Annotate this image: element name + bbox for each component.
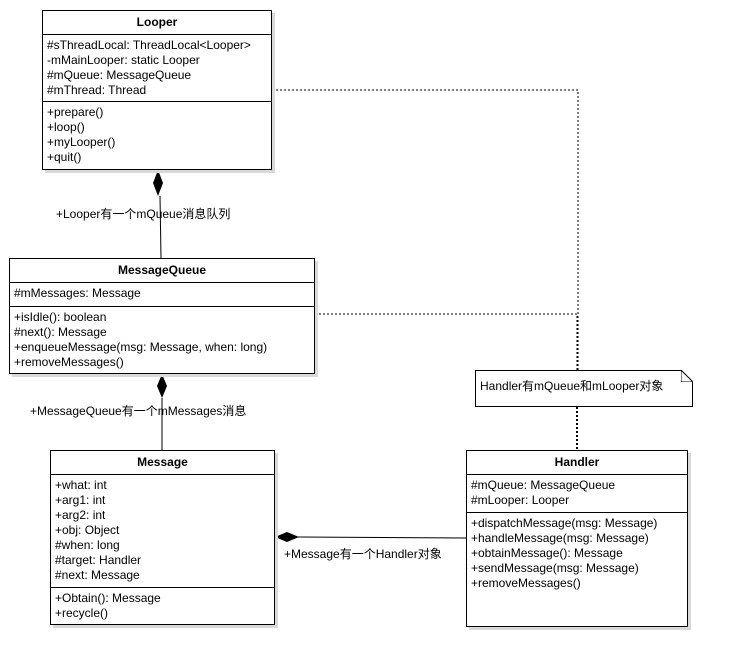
class-title: Looper — [43, 11, 271, 35]
dependency-line-looper — [272, 89, 579, 370]
attribute: +obj: Object — [55, 523, 120, 537]
composition-diamond-message — [275, 532, 299, 542]
operation: +prepare() — [47, 105, 104, 119]
operation: +recycle() — [55, 606, 109, 620]
class-title: MessageQueue — [10, 259, 314, 283]
operation-list: +isIdle(): boolean #next(): Message +enq… — [10, 307, 314, 373]
operation-list: +dispatchMessage(msg: Message) +handleMe… — [467, 513, 687, 594]
class-message-queue[interactable]: MessageQueue #mMessages: Message +isIdle… — [9, 258, 315, 374]
operation: +myLooper() — [47, 135, 116, 149]
operation: +quit() — [47, 150, 82, 164]
note-handler[interactable]: Handler有mQueue和mLooper对象 — [475, 370, 693, 407]
attribute: #next: Message — [55, 568, 140, 582]
operation: +Obtain(): Message — [55, 591, 161, 605]
operation: #next(): Message — [14, 325, 107, 339]
relation-label-queue-messages: +MessageQueue有一个mMessages消息 — [30, 404, 247, 418]
attribute: #mLooper: Looper — [471, 493, 570, 507]
note-text: Handler有mQueue和mLooper对象 — [480, 379, 664, 393]
operation: +loop() — [47, 120, 85, 134]
class-title: Handler — [467, 451, 687, 475]
note-fold-icon — [681, 370, 693, 382]
attribute: #sThreadLocal: ThreadLocal<Looper> — [47, 38, 251, 52]
operation: +enqueueMessage(msg: Message, when: long… — [14, 340, 268, 354]
class-looper[interactable]: Looper #sThreadLocal: ThreadLocal<Looper… — [42, 10, 272, 170]
operation: +isIdle(): boolean — [14, 310, 107, 324]
class-title: Message — [51, 451, 274, 475]
dependency-line-queue — [315, 313, 578, 370]
composition-diamond-queue — [157, 374, 167, 398]
attribute: +arg1: int — [55, 493, 106, 507]
attribute: #mQueue: MessageQueue — [471, 478, 616, 492]
attribute: -mMainLooper: static Looper — [47, 53, 200, 67]
attribute: #when: long — [55, 538, 120, 552]
operation-list: +Obtain(): Message +recycle() — [51, 588, 274, 624]
attribute-list: #mQueue: MessageQueue #mLooper: Looper — [467, 475, 687, 513]
attribute-list: #sThreadLocal: ThreadLocal<Looper> -mMai… — [43, 35, 271, 102]
composition-line-looper-queue — [159, 195, 162, 259]
class-message[interactable]: Message +what: int +arg1: int +arg2: int… — [50, 450, 275, 625]
relation-label-looper-queue: +Looper有一个mQueue消息队列 — [56, 207, 231, 221]
attribute: #target: Handler — [55, 553, 142, 567]
operation: +removeMessages() — [471, 576, 581, 590]
operation: +sendMessage(msg: Message) — [471, 561, 639, 575]
attribute: #mMessages: Message — [14, 286, 141, 300]
operation: +handleMessage(msg: Message) — [471, 531, 649, 545]
attribute: +arg2: int — [55, 508, 106, 522]
composition-line-message-handler — [297, 536, 467, 539]
operation: +obtainMessage(): Message — [471, 546, 623, 560]
attribute: #mThread: Thread — [47, 83, 147, 97]
class-handler[interactable]: Handler #mQueue: MessageQueue #mLooper: … — [466, 450, 688, 627]
operation: +removeMessages() — [14, 355, 124, 369]
operation-list: +prepare() +loop() +myLooper() +quit() — [43, 102, 271, 168]
relation-label-message-handler: +Message有一个Handler对象 — [284, 547, 442, 561]
attribute-list: +what: int +arg1: int +arg2: int +obj: O… — [51, 475, 274, 588]
attribute-list: #mMessages: Message — [10, 283, 314, 307]
operation: +dispatchMessage(msg: Message) — [471, 516, 658, 530]
composition-diamond-looper — [153, 170, 163, 196]
attribute: +what: int — [55, 478, 107, 492]
attribute: #mQueue: MessageQueue — [47, 68, 192, 82]
